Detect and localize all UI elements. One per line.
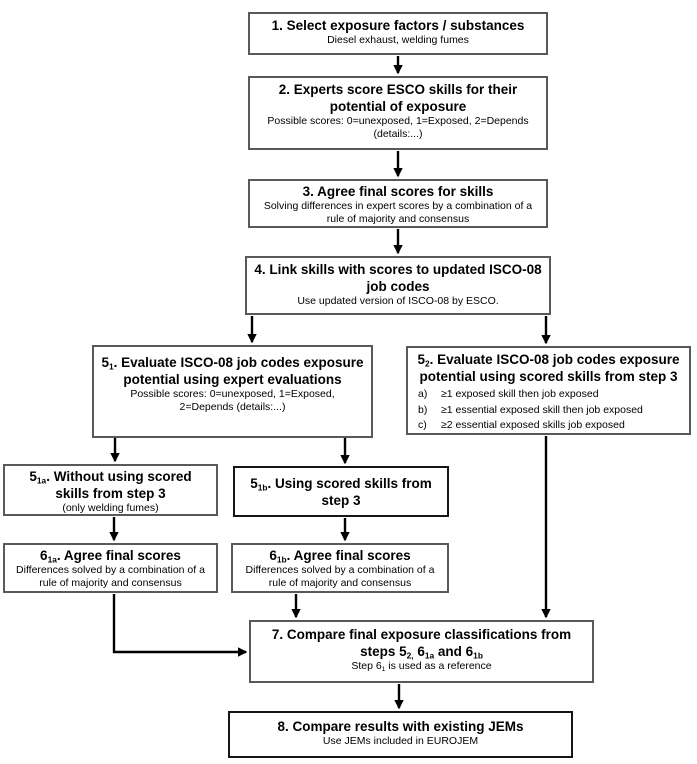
step-6-1a-title: 61a. Agree final scores — [40, 548, 181, 565]
step-5-1a-subtitle: (only welding fumes) — [62, 502, 159, 514]
step-5-2-option-b: b) ≥1 essential exposed skill then job e… — [418, 403, 685, 419]
step-5-2-option-c-marker: c) — [418, 419, 427, 431]
step-1-subtitle: Diesel exhaust, welding fumes — [327, 34, 469, 46]
step-3-title: 3. Agree final scores for skills — [302, 184, 494, 199]
step-8-title: 8. Compare results with existing JEMs — [277, 719, 524, 734]
step-6-1b-title: 61b. Agree final scores — [269, 548, 411, 565]
step-5-2-option-b-marker: b) — [418, 403, 428, 416]
step-6-1a-subtitle: Differences solved by a combination of a… — [16, 564, 205, 589]
step-5-2-option-c-text: ≥2 essential exposed skills job exposed — [441, 419, 625, 431]
step-6-1a-box: 61a. Agree final scores Differences solv… — [3, 543, 218, 593]
step-6-1b-subtitle: Differences solved by a combination of a… — [245, 564, 435, 589]
step-7-title: 7. Compare final exposure classification… — [271, 627, 572, 661]
step-2-subtitle: Possible scores: 0=unexposed, 1=Exposed,… — [267, 115, 529, 140]
step-4-box: 4. Link skills with scores to updated IS… — [245, 256, 551, 315]
step-8-subtitle: Use JEMs included in EUROJEM — [322, 735, 479, 747]
step-5-2-option-a: a) ≥1 exposed skill then job exposed — [418, 387, 685, 403]
step-4-subtitle: Use updated version of ISCO-08 by ESCO. — [297, 295, 499, 307]
step-5-1-subtitle: Possible scores: 0=unexposed, 1=Exposed,… — [130, 388, 335, 413]
step-5-2-option-c: c) ≥2 essential exposed skills job expos… — [418, 418, 685, 434]
step-5-2-option-a-marker: a) — [418, 388, 428, 400]
step-5-2-option-list: a) ≥1 exposed skill then job exposed b) … — [408, 385, 689, 434]
arrow-step6-1a-to-step7 — [112, 594, 248, 657]
step-3-box: 3. Agree final scores for skills Solving… — [248, 179, 548, 228]
step-7-subtitle: Step 61 is used as a reference — [351, 660, 492, 673]
step-5-2-option-b-text: ≥1 essential exposed skill then job expo… — [441, 403, 643, 416]
step-8-box: 8. Compare results with existing JEMs Us… — [228, 711, 573, 758]
step-4-title: 4. Link skills with scores to updated IS… — [254, 262, 542, 294]
step-7-box: 7. Compare final exposure classification… — [249, 620, 594, 683]
step-1-box: 1. Select exposure factors / substances … — [248, 12, 548, 55]
step-6-1b-box: 61b. Agree final scores Differences solv… — [231, 543, 449, 593]
step-3-subtitle: Solving differences in expert scores by … — [263, 200, 533, 225]
step-1-title: 1. Select exposure factors / substances — [271, 18, 525, 33]
step-5-2-option-a-text: ≥1 exposed skill then job exposed — [441, 388, 599, 400]
